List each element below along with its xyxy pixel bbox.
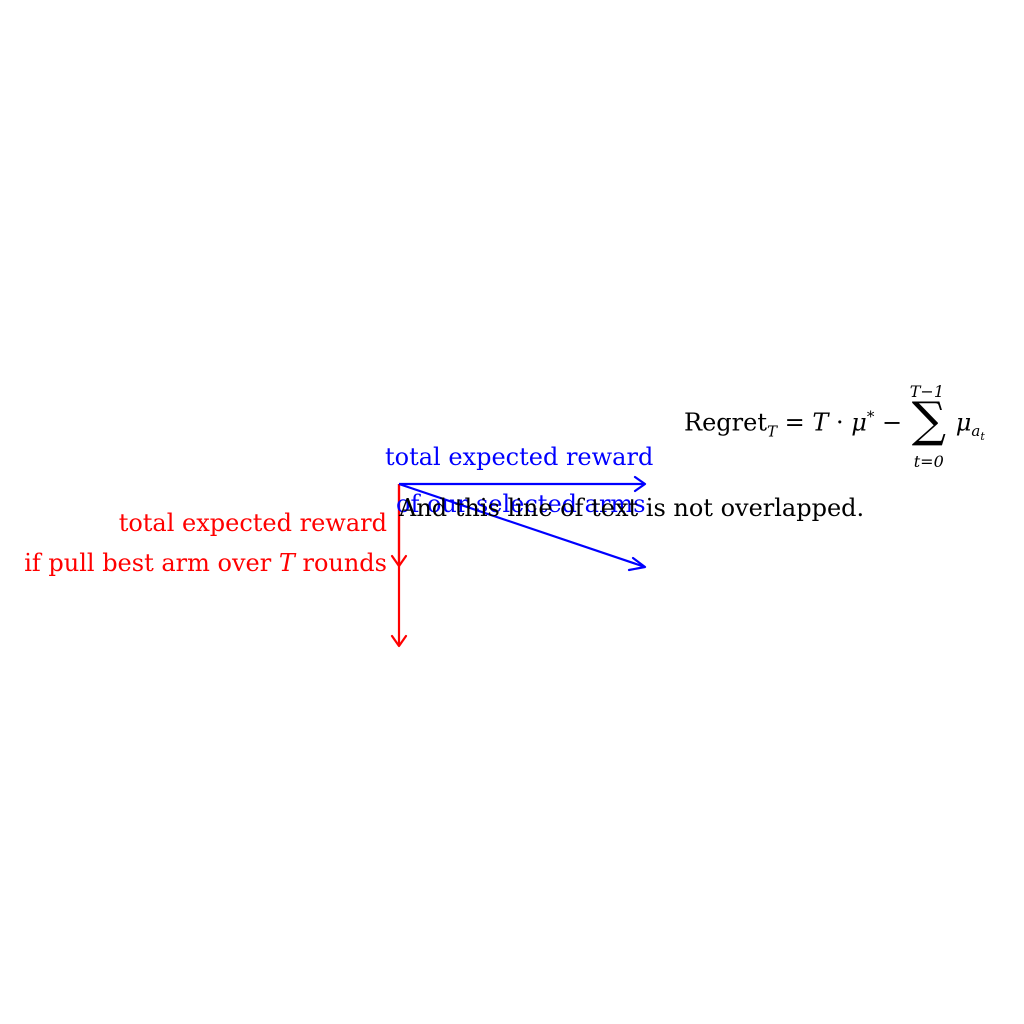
blue-label-line2: of our selected arms xyxy=(396,490,646,518)
red-label-line2: if pull best arm over T rounds xyxy=(24,549,387,577)
note-text: And this line of text is not overlapped. xyxy=(399,494,865,522)
blue-arrow-horizontal xyxy=(399,475,647,493)
regret-word: Regret xyxy=(684,408,767,437)
red-label-line1: total expected reward xyxy=(118,509,387,537)
red-arrow-long xyxy=(390,484,408,648)
sum-operator: T−1∑t=0 xyxy=(909,382,947,471)
blue-arrow-diagonal xyxy=(398,482,647,572)
blue-label-line1: total expected reward xyxy=(385,443,654,471)
